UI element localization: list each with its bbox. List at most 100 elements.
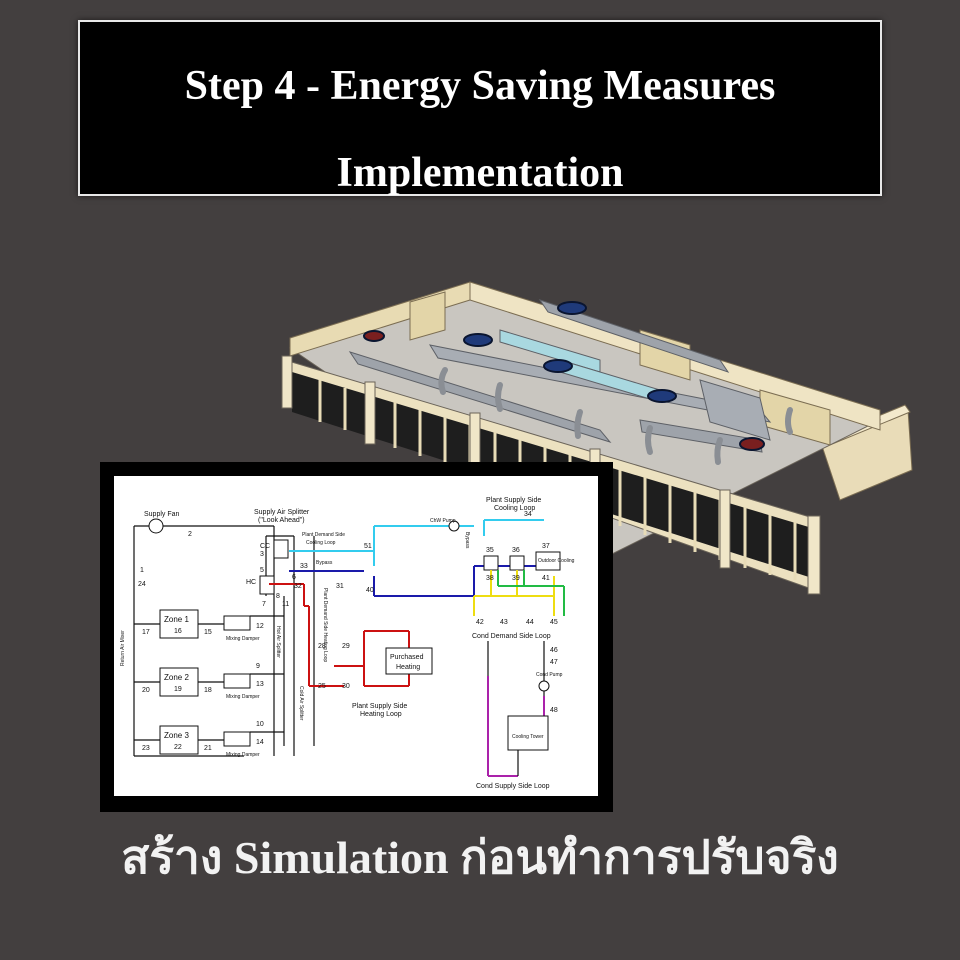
hvac-schematic-frame: Supply Fan Supply Air Splitter ("Look Ah… [100, 462, 613, 812]
svg-text:24: 24 [138, 581, 146, 588]
purchased-label: Purchased [390, 654, 424, 661]
cond-supply-loop-label: Cond Supply Side Loop [476, 783, 550, 790]
look-ahead-label: ("Look Ahead") [258, 517, 305, 524]
title-line-1: Step 4 - Energy Saving Measures [184, 63, 776, 109]
svg-text:19: 19 [174, 686, 182, 693]
svg-text:6: 6 [292, 574, 296, 581]
svg-text:33: 33 [300, 563, 308, 570]
svg-text:2: 2 [188, 531, 192, 538]
plant-supply-heating-label: Plant Supply Side [352, 703, 407, 710]
zone-3: Zone 3 22 23 21 [142, 725, 212, 755]
svg-text:29: 29 [342, 643, 350, 650]
chw-pump-icon [448, 520, 460, 532]
condenser-loop-lines [473, 570, 555, 616]
plant-supply-cooling-label: Plant Supply Side [486, 497, 541, 504]
svg-text:Zone 3: Zone 3 [164, 731, 189, 740]
return-air-mixer-label: Return Air Mixer [120, 630, 126, 666]
air-loop-lines [133, 525, 315, 757]
cooling-tower-box [507, 715, 549, 751]
mixing-damper-label-1: Mixing Damper [226, 636, 260, 642]
svg-text:35: 35 [486, 547, 494, 554]
svg-text:47: 47 [550, 659, 558, 666]
svg-text:36: 36 [512, 547, 520, 554]
svg-text:51: 51 [364, 543, 372, 550]
svg-text:10: 10 [256, 721, 264, 728]
svg-text:1: 1 [140, 567, 144, 574]
svg-text:25: 25 [318, 683, 326, 690]
duct-drops [438, 367, 793, 465]
svg-text:17: 17 [142, 629, 150, 636]
svg-text:48: 48 [550, 707, 558, 714]
svg-text:16: 16 [174, 628, 182, 635]
svg-text:45: 45 [550, 619, 558, 626]
plant-demand-heating-label: Plant Demand Side Heating Loop [322, 588, 328, 662]
svg-text:11: 11 [282, 601, 289, 608]
zone-1: Zone 1 16 17 15 [142, 609, 212, 639]
svg-text:3: 3 [260, 551, 264, 558]
svg-text:18: 18 [204, 687, 212, 694]
svg-text:40: 40 [366, 587, 374, 594]
thai-caption: สร้าง Simulation ก่อนทำการปรับจริง [121, 832, 839, 883]
diffusers [363, 301, 765, 451]
bypass-supply-label: Bypass [464, 532, 470, 549]
svg-text:41: 41 [542, 575, 550, 582]
svg-text:37: 37 [542, 543, 550, 550]
heating-label: Heating [396, 664, 420, 671]
hc-label: HC [246, 579, 256, 586]
cc-label: CC [260, 543, 270, 550]
outdoor-cooling-label: Outdoor Cooling [538, 558, 575, 564]
heating-loop-lines [269, 583, 410, 687]
svg-text:38: 38 [486, 575, 494, 582]
svg-text:21: 21 [204, 745, 212, 752]
zone-2: Zone 2 19 20 18 [142, 667, 212, 697]
cooling-coil-box [273, 539, 289, 559]
svg-text:9: 9 [256, 663, 260, 670]
svg-text:43: 43 [500, 619, 508, 626]
svg-text:20: 20 [142, 687, 150, 694]
bypass-label: Bypass [316, 560, 333, 566]
hvac-ductwork [348, 299, 772, 453]
svg-text:15: 15 [204, 629, 212, 636]
heating-loop-label: Heating Loop [360, 711, 402, 718]
svg-text:Zone 2: Zone 2 [164, 673, 189, 682]
cond-pump-label: Cond Pump [536, 672, 563, 678]
mixing-damper-label-2: Mixing Damper [226, 694, 260, 700]
chw-pump-label: ChW Pump [430, 518, 456, 524]
node-numbers: 2 3 5 6 7 8 11 12 13 14 9 10 24 1 32 33 … [138, 511, 558, 746]
svg-text:Zone 1: Zone 1 [164, 615, 189, 624]
supply-fan-icon [148, 518, 164, 534]
cond-pump-icon [538, 680, 550, 692]
cond-demand-loop-label: Cond Demand Side Loop [472, 633, 551, 640]
svg-text:30: 30 [342, 683, 350, 690]
title-banner: Step 4 - Energy Saving Measures Implemen… [78, 20, 882, 196]
svg-text:23: 23 [142, 745, 150, 752]
cond-lines [487, 641, 545, 776]
supply-fan-label: Supply Fan [144, 511, 180, 518]
mixing-damper-label-3: Mixing Damper [226, 752, 260, 758]
svg-text:32: 32 [294, 583, 302, 590]
hot-air-splitter-label: Hot Air Splitter [275, 626, 281, 658]
svg-text:14: 14 [256, 739, 264, 746]
svg-text:31: 31 [336, 583, 344, 590]
svg-text:22: 22 [174, 744, 182, 751]
cond-supply-lines [487, 676, 545, 777]
title-line-2: Implementation [336, 150, 624, 196]
cooling-tower-label: Cooling Tower [512, 734, 544, 740]
cooling-loop-supply-label: Cooling Loop [494, 505, 535, 512]
cold-air-splitter-label: Cold Air Splitter [298, 686, 304, 721]
chillers [483, 551, 561, 571]
hvac-schematic: Supply Fan Supply Air Splitter ("Look Ah… [114, 476, 598, 796]
mixing-dampers [223, 615, 251, 747]
svg-text:5: 5 [260, 567, 264, 574]
svg-text:34: 34 [524, 511, 532, 518]
interior-partition [409, 291, 446, 341]
svg-text:42: 42 [476, 619, 484, 626]
purchased-heating-box [385, 647, 433, 675]
svg-text:12: 12 [256, 623, 264, 630]
cooling-loop-demand-label: Cooling Loop [306, 540, 336, 546]
svg-text:44: 44 [526, 619, 534, 626]
svg-text:28: 28 [318, 643, 326, 650]
svg-text:46: 46 [550, 647, 558, 654]
svg-text:7: 7 [262, 601, 266, 608]
svg-text:39: 39 [512, 575, 520, 582]
